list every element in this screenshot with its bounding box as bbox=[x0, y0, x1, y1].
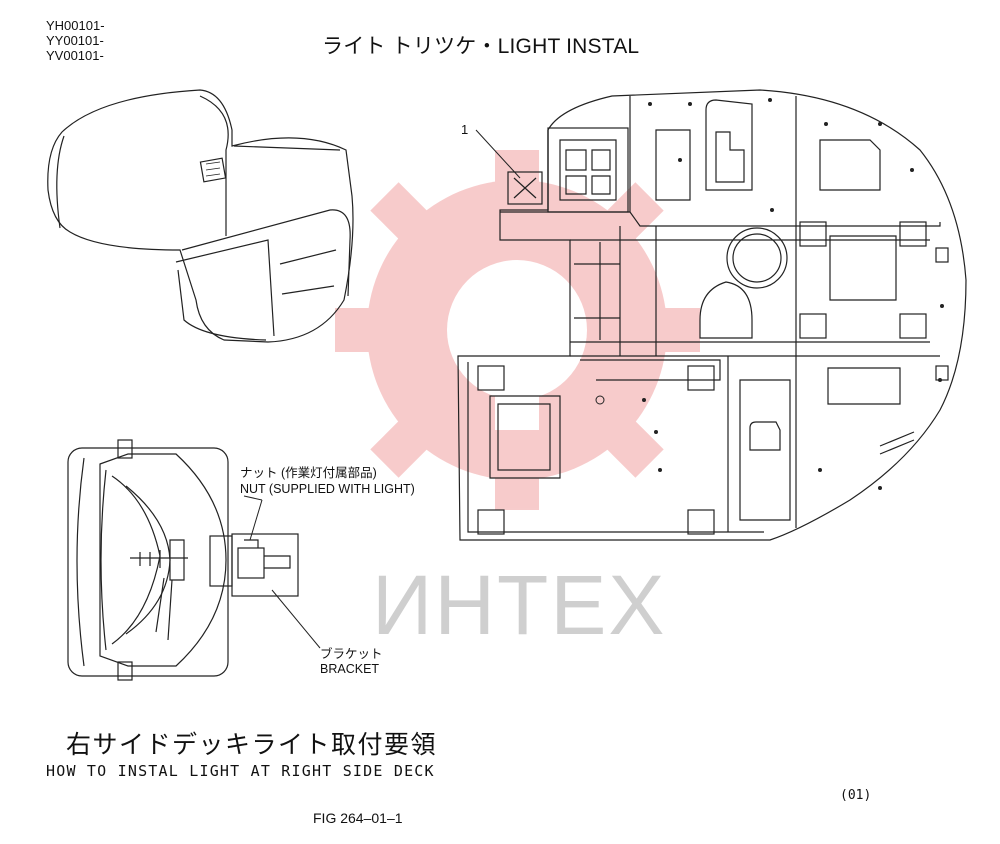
sheet-code: (01) bbox=[840, 788, 872, 803]
serial-number: YY00101- bbox=[46, 33, 104, 48]
bracket-label-jp: ブラケット bbox=[320, 647, 383, 661]
rivet-dots bbox=[595, 98, 944, 490]
deck-plate-assembly bbox=[457, 89, 967, 541]
figure-number: FIG 264–01–1 bbox=[313, 810, 403, 826]
serial-number: YH00101- bbox=[46, 18, 105, 33]
nut-label-en: NUT (SUPPLIED WITH LIGHT) bbox=[240, 482, 415, 496]
lamp-section-detail bbox=[67, 439, 299, 681]
leader-lines bbox=[243, 129, 521, 649]
nut-label-jp: ナット (作業灯付属部品) bbox=[240, 466, 377, 480]
page-title: ライト トリツケ・LIGHT INSTAL bbox=[322, 35, 640, 58]
serial-number: YV00101- bbox=[46, 48, 104, 63]
watermark-text: ИНТЕХ bbox=[372, 558, 667, 652]
caption-en: HOW TO INSTAL LIGHT AT RIGHT SIDE DECK bbox=[46, 762, 435, 780]
serial-number-list: YH00101- YY00101- YV00101- bbox=[46, 18, 105, 63]
watermark-gear-icon bbox=[335, 150, 700, 510]
caption-jp: 右サイドデッキライト取付要領 bbox=[66, 730, 438, 759]
part-callout-number: 1 bbox=[461, 122, 469, 137]
bracket-label-en: BRACKET bbox=[320, 662, 380, 676]
light-housing-illustration bbox=[47, 89, 354, 343]
